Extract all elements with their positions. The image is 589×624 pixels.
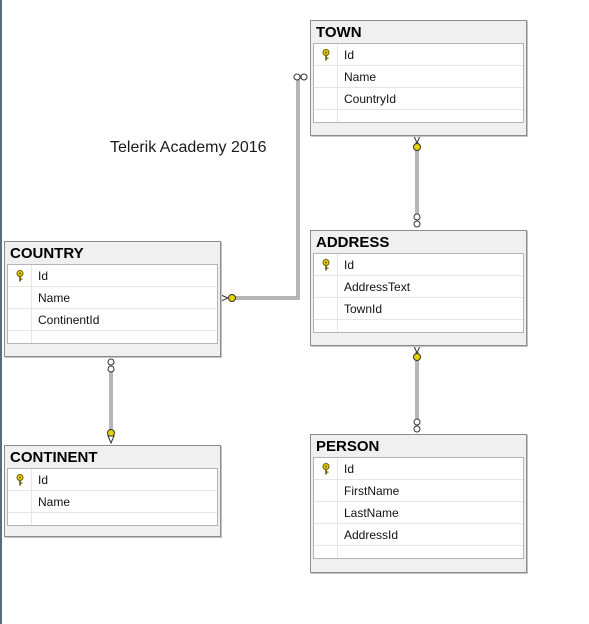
column-row[interactable]: LastName bbox=[314, 502, 523, 524]
many-end-icon bbox=[107, 358, 115, 366]
table-columns: Id FirstName LastName AddressId bbox=[313, 457, 524, 559]
new-column-row[interactable] bbox=[8, 331, 217, 343]
key-end-icon bbox=[413, 353, 421, 361]
column-row[interactable]: Id bbox=[8, 469, 217, 491]
new-column-row[interactable] bbox=[314, 320, 523, 332]
key-icon bbox=[314, 458, 338, 479]
relation-town-country[interactable] bbox=[220, 73, 308, 302]
column-row[interactable]: Id bbox=[314, 44, 523, 66]
table-town[interactable]: TOWN Id Name CountryId bbox=[310, 20, 527, 136]
column-name: Id bbox=[38, 268, 49, 283]
table-columns: Id Name ContinentId bbox=[7, 264, 218, 344]
column-name: Id bbox=[38, 472, 49, 487]
column-row[interactable]: AddressText bbox=[314, 276, 523, 298]
many-end-icon bbox=[293, 73, 301, 81]
column-name: TownId bbox=[344, 301, 383, 316]
key-end-icon bbox=[413, 143, 421, 151]
many-end-icon bbox=[413, 425, 421, 433]
table-address[interactable]: ADDRESS Id AddressText TownId bbox=[310, 230, 527, 346]
column-name: FirstName bbox=[344, 483, 400, 498]
column-name: Id bbox=[344, 257, 355, 272]
column-name: ContinentId bbox=[38, 312, 100, 327]
new-column-row[interactable] bbox=[314, 546, 523, 558]
column-row[interactable]: Id bbox=[314, 458, 523, 480]
many-end-icon bbox=[413, 213, 421, 221]
column-name: CountryId bbox=[344, 91, 397, 106]
column-row[interactable]: Name bbox=[8, 287, 217, 309]
column-row[interactable]: CountryId bbox=[314, 88, 523, 110]
table-title: COUNTRY bbox=[10, 245, 84, 262]
new-column-row[interactable] bbox=[314, 110, 523, 122]
table-title: CONTINENT bbox=[10, 449, 98, 466]
column-row[interactable]: ContinentId bbox=[8, 309, 217, 331]
table-title: TOWN bbox=[316, 24, 362, 41]
table-columns: Id Name bbox=[7, 468, 218, 526]
key-icon bbox=[8, 265, 32, 286]
key-icon bbox=[314, 44, 338, 65]
column-row[interactable]: Name bbox=[314, 66, 523, 88]
window-edge bbox=[0, 0, 2, 624]
column-name: Name bbox=[38, 494, 71, 509]
column-row[interactable]: AddressId bbox=[314, 524, 523, 546]
new-column-row[interactable] bbox=[8, 513, 217, 525]
relation-town-address[interactable] bbox=[413, 135, 421, 228]
column-row[interactable]: TownId bbox=[314, 298, 523, 320]
key-end-icon bbox=[228, 294, 236, 302]
key-end-icon bbox=[107, 429, 115, 437]
table-person[interactable]: PERSON Id FirstName LastName AddressId bbox=[310, 434, 527, 573]
column-name: Id bbox=[344, 47, 355, 62]
table-country[interactable]: COUNTRY Id Name ContinentId bbox=[4, 241, 221, 357]
column-name: LastName bbox=[344, 505, 399, 520]
key-icon bbox=[314, 254, 338, 275]
many-end-icon bbox=[413, 220, 421, 228]
diagram-caption: Telerik Academy 2016 bbox=[110, 139, 267, 156]
column-row[interactable]: Id bbox=[8, 265, 217, 287]
key-icon bbox=[8, 469, 32, 490]
column-name: Name bbox=[344, 69, 377, 84]
table-columns: Id AddressText TownId bbox=[313, 253, 524, 333]
many-end-icon bbox=[300, 73, 308, 81]
column-name: Id bbox=[344, 461, 355, 476]
many-end-icon bbox=[107, 365, 115, 373]
table-title: ADDRESS bbox=[316, 234, 390, 251]
table-title: PERSON bbox=[316, 438, 380, 455]
column-name: AddressId bbox=[344, 527, 399, 542]
relation-continent-country[interactable] bbox=[107, 358, 115, 445]
many-end-icon bbox=[413, 418, 421, 426]
column-name: AddressText bbox=[344, 279, 411, 294]
column-row[interactable]: FirstName bbox=[314, 480, 523, 502]
column-row[interactable]: Name bbox=[8, 491, 217, 513]
relation-address-person[interactable] bbox=[413, 345, 421, 433]
column-row[interactable]: Id bbox=[314, 254, 523, 276]
table-columns: Id Name CountryId bbox=[313, 43, 524, 123]
table-continent[interactable]: CONTINENT Id Name bbox=[4, 445, 221, 537]
column-name: Name bbox=[38, 290, 71, 305]
